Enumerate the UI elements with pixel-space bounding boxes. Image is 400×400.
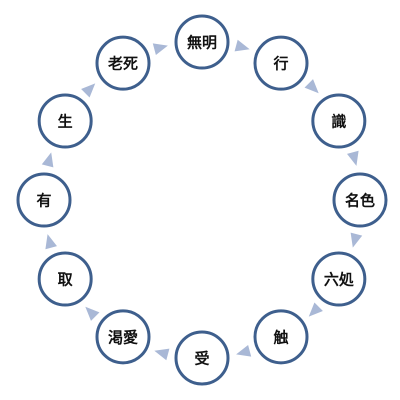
cycle-node-label: 無明 (187, 34, 217, 52)
cycle-node-10: 生 (37, 93, 93, 149)
cycle-node-label: 渇愛 (108, 328, 138, 346)
cycle-node-6: 受 (174, 330, 230, 386)
cycle-arrow-10 (81, 83, 96, 98)
cycle-node-2: 識 (311, 93, 367, 149)
cycle-node-label: 識 (331, 113, 346, 131)
cycle-node-circle (174, 14, 230, 70)
cycle-arrow-3 (350, 232, 363, 248)
cycle-node-3: 名色 (332, 172, 388, 228)
cycle-node-5: 触 (253, 309, 309, 365)
cycle-arrow-6 (154, 348, 170, 361)
cycle-arrow-2 (347, 150, 359, 166)
cycle-node-label: 六処 (324, 271, 355, 289)
cycle-node-circle (37, 93, 93, 149)
cycle-node-label: 取 (58, 271, 74, 289)
cycle-node-4: 六処 (311, 251, 367, 307)
cycle-node-11: 老死 (95, 35, 151, 91)
cycle-node-0: 無明 (174, 14, 230, 70)
cycle-arrow-8 (45, 234, 57, 250)
cycle-arrow-4 (308, 302, 323, 317)
cycle-node-circle (174, 330, 230, 386)
cycle-arrow-7 (85, 306, 100, 321)
cycle-node-circle (16, 172, 72, 228)
cycle-node-label: 受 (194, 350, 209, 368)
cycle-arrow-11 (152, 43, 168, 55)
cycle-arrow-9 (41, 152, 54, 168)
cycle-arrow-0 (234, 39, 250, 52)
cycle-arrow-1 (304, 79, 319, 94)
cycle-node-label: 有 (36, 192, 51, 210)
cycle-arrow-5 (236, 345, 252, 357)
cycle-node-7: 渇愛 (95, 309, 151, 365)
cycle-node-label: 老死 (107, 55, 138, 73)
cycle-node-circle (37, 251, 93, 307)
cycle-node-circle (332, 172, 388, 228)
cycle-node-circle (253, 309, 309, 365)
cycle-node-label: 名色 (345, 192, 375, 210)
cycle-node-circle (253, 35, 309, 91)
cycle-node-circle (311, 251, 367, 307)
cycle-node-circle (311, 93, 367, 149)
cycle-node-label: 行 (272, 55, 288, 73)
cycle-node-8: 取 (37, 251, 93, 307)
cycle-node-1: 行 (253, 35, 309, 91)
cycle-node-circle (95, 309, 151, 365)
cycle-node-label: 触 (273, 328, 288, 346)
cycle-node-circle (95, 35, 151, 91)
cycle-node-9: 有 (16, 172, 72, 228)
cycle-node-label: 生 (58, 113, 73, 131)
